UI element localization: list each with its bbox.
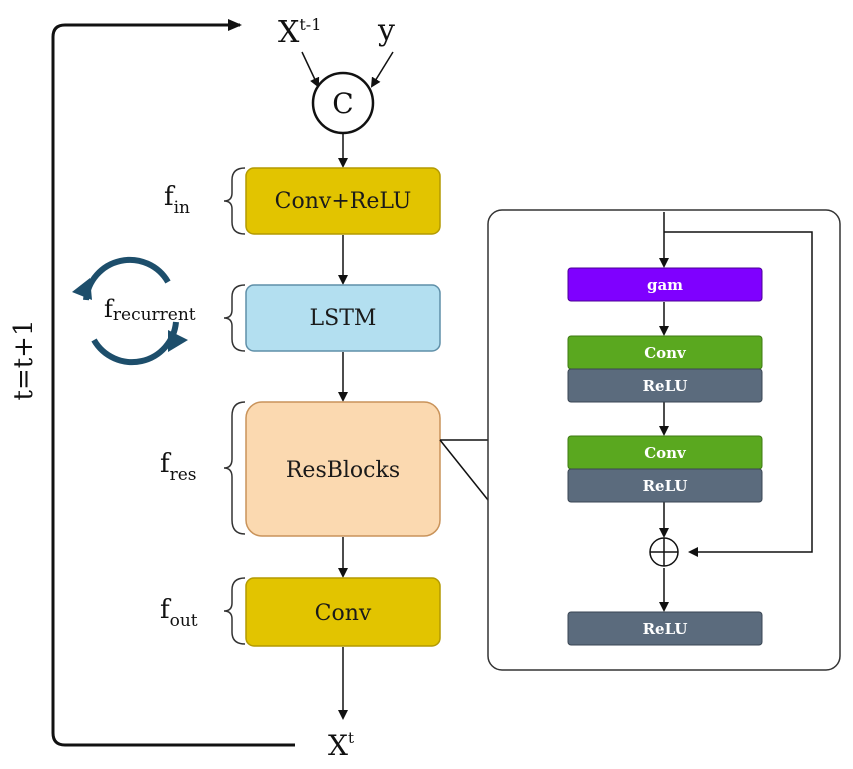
conv-relu-block — [245, 167, 441, 235]
brace-f-res — [223, 401, 246, 535]
stage-label-f-in: fin — [164, 182, 190, 218]
concat-label: C — [332, 87, 353, 120]
zoom-connector-2 — [439, 439, 489, 501]
relu2-box — [567, 468, 763, 503]
input-x-prev: Xt-1 — [278, 15, 321, 50]
arrow-x-to-concat — [301, 51, 320, 88]
brace-f-out — [223, 577, 246, 645]
conv-relu-label: Conv+ReLU — [275, 189, 412, 214]
loop-line — [51, 19, 295, 747]
input-y: y — [377, 13, 395, 48]
relu2-label: ReLU — [643, 477, 688, 495]
conv-label: Conv — [315, 601, 372, 626]
relu-out-label: ReLU — [643, 620, 688, 638]
relu1-box — [567, 368, 763, 403]
brace-f-in — [223, 167, 246, 235]
gam-box — [567, 267, 763, 302]
resblocks-label: ResBlocks — [286, 458, 400, 483]
lstm-block — [245, 284, 441, 352]
recurrent-cycle-icon — [72, 256, 188, 366]
sum-node — [649, 537, 679, 567]
resblocks-block — [245, 401, 441, 537]
output-x: Xt — [328, 729, 354, 762]
gam-label: gam — [647, 276, 683, 294]
relu-out-box — [567, 611, 763, 646]
stage-label-f-res: fres — [160, 449, 197, 485]
stage-label-f-out: fout — [160, 595, 198, 631]
skip-connection — [664, 231, 813, 557]
conv-block — [245, 577, 441, 647]
loop-label: t=t+1 — [9, 319, 39, 400]
conv2-label: Conv — [644, 444, 687, 462]
relu1-label: ReLU — [643, 377, 688, 395]
brace-f-recurrent — [223, 284, 246, 352]
conv1-label: Conv — [644, 344, 687, 362]
arrow-y-to-concat — [370, 51, 394, 88]
lstm-label: LSTM — [310, 306, 377, 331]
stage-label-f-recurrent: frecurrent — [104, 295, 196, 325]
